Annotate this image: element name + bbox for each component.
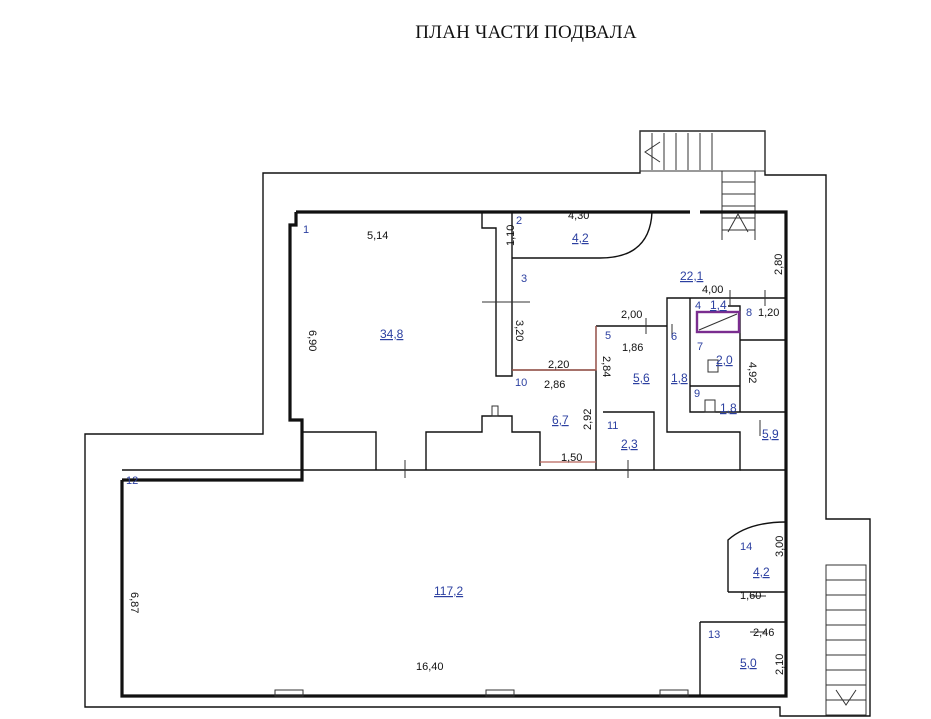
dim-5-14: 5,14 [367,230,388,242]
room-area-3: 22,1 [680,269,704,283]
room-number-4: 4 [695,300,701,312]
room-area-4: 1,4 [710,298,727,312]
dim-1-20: 1,20 [758,307,779,319]
room-number-12: 12 [126,475,138,487]
dim-16-40: 16,40 [416,661,444,673]
room-area-13: 5,0 [740,656,757,670]
room-number-5: 5 [605,330,611,342]
door-ticks [274,290,766,697]
room-area-5: 5,6 [633,371,650,385]
room-area-6: 1,8 [671,371,688,385]
room-number-14: 14 [740,541,752,553]
room-area-7: 2,0 [716,353,733,367]
room-area-2: 4,2 [572,231,589,245]
room-number-2: 2 [516,215,522,227]
room-number-10: 10 [515,377,527,389]
dim-4-00: 4,00 [702,284,723,296]
dim-2-86: 2,86 [544,379,565,391]
dim-1-10: 1,10 [505,225,517,246]
room-number-1: 1 [303,224,309,236]
dim-4-92: 4,92 [746,362,758,383]
dim-6-90: 6,90 [306,330,318,351]
dim-2-00: 2,00 [621,309,642,321]
top-stair [639,130,766,240]
lower-hall-wall [120,480,788,698]
dim-6-87: 6,87 [128,592,140,613]
room1-west-wall [122,212,304,482]
dim-1-86: 1,86 [622,342,643,354]
dim-1-50: 1,50 [561,452,582,464]
room-number-6: 6 [671,331,677,343]
dim-3-20: 3,20 [513,320,525,341]
partition-lines [512,326,597,463]
lower-hall-interior [122,469,787,696]
dim-2-84: 2,84 [600,356,612,377]
right-stair [825,564,867,716]
room-number-9: 9 [694,388,700,400]
dim-2-80: 2,80 [773,254,785,275]
room-number-13: 13 [708,629,720,641]
room-area-1: 34,8 [380,327,404,341]
room-area-12: 117,2 [434,584,463,598]
dim-4-30: 4,30 [568,210,589,222]
room-number-11: 11 [607,420,618,432]
room-number-7: 7 [697,341,703,353]
room-number-3: 3 [521,273,527,285]
dim-3-00: 3,00 [774,536,786,557]
dim-1-60: 1,60 [740,590,761,602]
room-area-9: 1,8 [720,401,737,415]
dim-2-10: 2,10 [774,654,786,675]
room-area-8: 5,9 [762,427,779,441]
room-area-11: 2,3 [621,437,638,451]
dim-2-46: 2,46 [753,627,774,639]
plan-title: ПЛАН ЧАСТИ ПОДВАЛА [415,22,637,43]
dim-2-92: 2,92 [582,409,594,430]
room-area-14: 4,2 [753,565,770,579]
room-area-10: 6,7 [552,413,569,427]
upper-north-wall [296,210,788,520]
dim-2-20: 2,20 [548,359,569,371]
room4-highlight [695,310,741,334]
interior-walls-upper [301,211,786,471]
room-number-8: 8 [746,307,752,319]
